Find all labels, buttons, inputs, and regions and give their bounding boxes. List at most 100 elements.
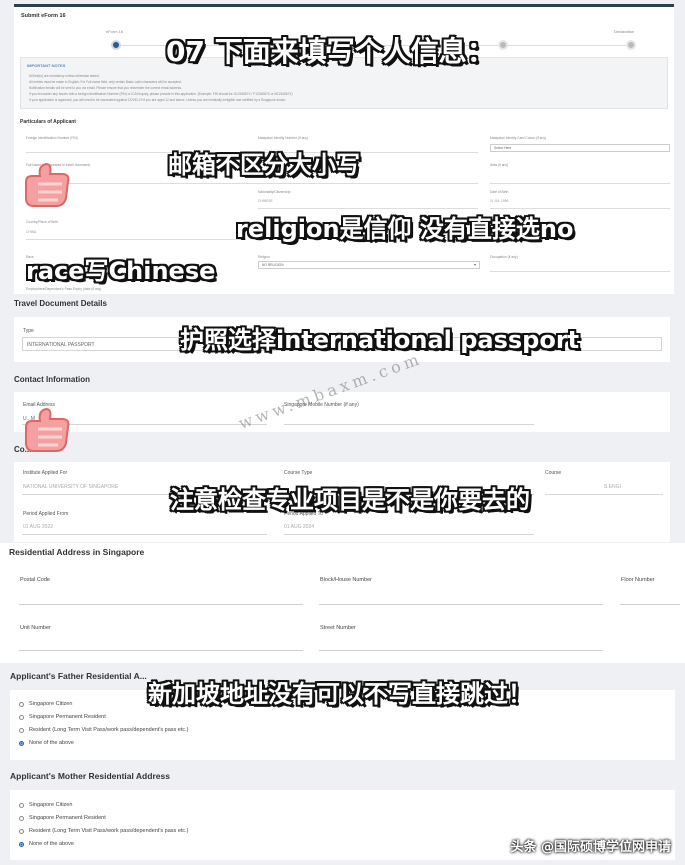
- country-birth-line: [26, 239, 246, 240]
- malaysian-id-label: Malaysian Identity Number (if any): [258, 136, 309, 140]
- father-option-label: None of the above: [29, 740, 74, 746]
- caption-email: 邮箱不区分大小写: [168, 151, 360, 179]
- course-type-label: Course Type: [284, 470, 313, 476]
- block-label: Block/House Number: [320, 577, 372, 583]
- mother-option-label: None of the above: [29, 841, 74, 847]
- radio-icon: [19, 815, 24, 821]
- note-2: All entries must be made in English. For…: [29, 80, 182, 84]
- period-from-value[interactable]: 01 AUG 2022: [23, 524, 54, 530]
- caption-passport: 护照选择international passport: [180, 326, 580, 354]
- residential-title: Residential Address in Singapore: [9, 547, 145, 557]
- religion-label: Religion: [258, 255, 270, 259]
- father-option-citizen[interactable]: Singapore Citizen: [19, 701, 72, 707]
- course-label: Course: [545, 470, 562, 476]
- period-to-value[interactable]: 01 AUG 2024: [284, 524, 315, 530]
- mother-option-pr[interactable]: Singapore Permanent Resident: [19, 815, 106, 821]
- step-dot-4[interactable]: [498, 40, 508, 50]
- nationality-line: [258, 208, 478, 209]
- period-to-label: Period Applied To: [284, 511, 323, 517]
- period-from-line: [22, 534, 267, 535]
- dob-value[interactable]: 11 JUL 1996: [490, 199, 509, 203]
- floor-label: Floor Number: [621, 577, 655, 583]
- email-label: Email Address: [23, 402, 55, 408]
- mother-option-resident[interactable]: Resident (Long Term Visit Pass/work pass…: [19, 828, 189, 834]
- mother-option-label: Singapore Permanent Resident: [29, 815, 106, 821]
- block-input[interactable]: [319, 604, 603, 605]
- mobile-input[interactable]: [284, 424, 534, 425]
- caption-course: 注意检查专业项目是不是你要去的: [170, 486, 530, 514]
- father-option-label: Singapore Citizen: [29, 701, 73, 707]
- notes-header[interactable]: IMPORTANT NOTES: [27, 63, 66, 68]
- note-5: If your application is approved, you wil…: [29, 98, 287, 102]
- note-1: All field(s) are mandatory unless otherw…: [29, 74, 100, 78]
- caption-race: race写Chinese: [26, 257, 216, 285]
- chevron-down-icon: ▾: [473, 262, 476, 267]
- country-birth-value[interactable]: CHINA: [26, 230, 37, 234]
- institute-line: [22, 494, 267, 495]
- email-input-line: [22, 424, 267, 425]
- radio-icon: [19, 701, 24, 707]
- religion-value: NO RELIGION: [262, 263, 284, 267]
- malaysian-id-input[interactable]: [258, 152, 478, 153]
- contact-card: Email Address U...M Singapore Mobile Num…: [14, 392, 670, 432]
- step-dot-1[interactable]: [111, 40, 121, 50]
- radio-checked-icon: [19, 841, 24, 847]
- eform-top-card: Submit eForm 16 eForm 16 Declaration IMP…: [14, 4, 674, 294]
- father-option-pr[interactable]: Singapore Permanent Resident: [19, 714, 106, 720]
- fullname-input[interactable]: [26, 183, 478, 184]
- radio-checked-icon: [19, 740, 24, 746]
- travel-card: Type INTERNATIONAL PASSPORT: [14, 317, 670, 362]
- father-option-none[interactable]: None of the above: [19, 740, 74, 746]
- alias-input[interactable]: [490, 183, 670, 184]
- fullname-label: Full Name (as appeared in travel documen…: [26, 163, 91, 167]
- period-to-line: [284, 534, 534, 535]
- step-dot-2[interactable]: [240, 40, 250, 50]
- course-value[interactable]: S ENGI: [604, 484, 621, 490]
- eform-title: Submit eForm 16: [21, 13, 66, 19]
- nationality-label: Nationality/Citizenship: [258, 190, 291, 194]
- note-4: If you encounter any issues with a forei…: [29, 92, 293, 96]
- street-input[interactable]: [319, 650, 603, 651]
- radio-icon: [19, 714, 24, 720]
- mobile-label: Singapore Mobile Number (if any): [284, 402, 359, 408]
- thumbs-up-icon: [25, 407, 70, 452]
- mother-card: Singapore Citizen Singapore Permanent Re…: [10, 790, 675, 860]
- mother-option-label: Singapore Citizen: [29, 802, 73, 808]
- step-label-1: eForm 16: [106, 29, 124, 34]
- residential-card: Residential Address in Singapore Postal …: [0, 543, 685, 663]
- mother-option-citizen[interactable]: Singapore Citizen: [19, 802, 72, 808]
- race-label: Race: [26, 255, 34, 259]
- fin-label: Foreign Identification Number (FIN): [26, 136, 78, 140]
- father-option-resident[interactable]: Resident (Long Term Visit Pass/work pass…: [19, 727, 189, 733]
- father-option-label: Resident (Long Term Visit Pass/work pass…: [29, 727, 189, 733]
- malaysian-id-colour-select[interactable]: Select Here: [490, 144, 670, 152]
- occupation-label: Occupation (if any): [490, 255, 518, 259]
- dob-label: Date of Birth: [490, 190, 509, 194]
- occupation-input[interactable]: [490, 271, 670, 272]
- note-3: Notification emails will be sent to you …: [29, 86, 182, 90]
- institute-value[interactable]: NATIONAL UNIVERSITY OF SINGAPORE: [23, 484, 119, 490]
- mother-option-none[interactable]: None of the above: [19, 841, 74, 847]
- particulars-title: Particulars of Applicant: [20, 119, 76, 125]
- father-title: Applicant's Father Residential A...: [10, 671, 147, 681]
- father-option-label: Singapore Permanent Resident: [29, 714, 106, 720]
- alias-label: Alias (if any): [490, 163, 509, 167]
- unit-input[interactable]: [19, 650, 303, 651]
- radio-icon: [19, 828, 24, 834]
- country-birth-label: Country/Place of Birth: [26, 220, 59, 224]
- nationality-value[interactable]: CHINESE: [258, 199, 273, 203]
- email-value[interactable]: U...M: [23, 416, 35, 422]
- postal-label: Postal Code: [20, 577, 50, 583]
- step-dot-6[interactable]: [626, 40, 636, 50]
- religion-select[interactable]: NO RELIGION ▾: [258, 261, 480, 269]
- step-label-6: Declaration: [614, 29, 635, 34]
- postal-input[interactable]: [19, 604, 303, 605]
- caption-address: 新加坡地址没有可以不写直接跳过！: [148, 680, 532, 708]
- step-dot-3[interactable]: [369, 40, 379, 50]
- fin-input[interactable]: [26, 152, 246, 153]
- type-select[interactable]: INTERNATIONAL PASSPORT: [22, 337, 662, 351]
- street-label: Street Number: [320, 625, 356, 631]
- floor-input[interactable]: [620, 604, 680, 605]
- caption-religion: religion是信仰 没有直接选no: [236, 215, 574, 243]
- dob-line: [490, 208, 670, 209]
